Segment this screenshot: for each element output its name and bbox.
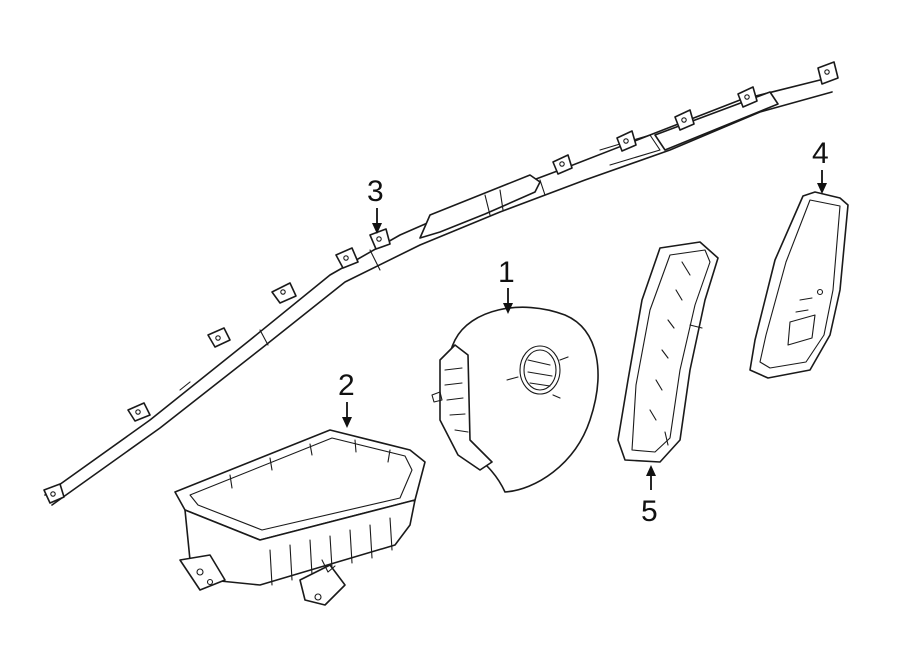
passenger-airbag-part[interactable] [174, 429, 426, 606]
callout-3: 3 [367, 175, 384, 234]
callout-2-label: 2 [338, 369, 355, 402]
callout-5-label: 5 [641, 495, 658, 528]
curtain-airbag-part[interactable] [43, 61, 839, 506]
callout-4-label: 4 [812, 137, 829, 170]
steering-wheel-airbag-part[interactable] [431, 306, 599, 493]
callout-5: 5 [641, 465, 658, 528]
knee-airbag-part[interactable] [617, 241, 719, 463]
seat-side-airbag-part[interactable] [749, 191, 849, 379]
callout-1: 1 [498, 256, 515, 314]
callout-3-label: 3 [367, 175, 384, 208]
callout-1-label: 1 [498, 256, 515, 289]
callout-2: 2 [338, 369, 355, 428]
callout-4: 4 [812, 137, 829, 194]
